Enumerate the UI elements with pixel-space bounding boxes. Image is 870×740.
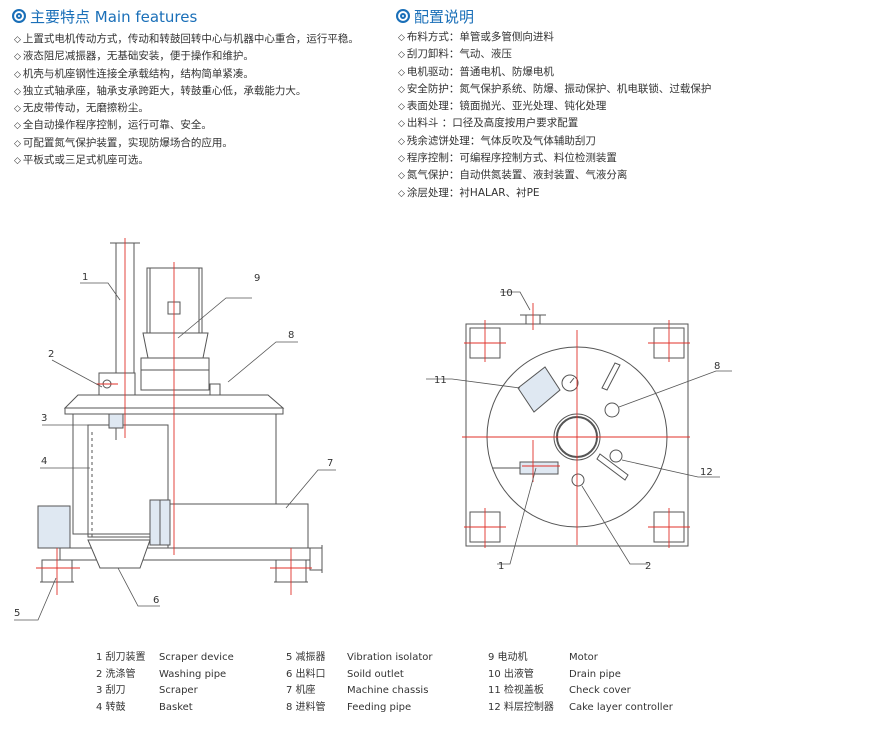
callout-label: 2	[645, 561, 651, 572]
callout-label: 1	[498, 561, 504, 572]
callout-label: 2	[48, 349, 54, 360]
side-leaders	[14, 282, 336, 621]
config-item: 涂层处理：衬HALAR、衬PE	[398, 185, 711, 202]
legend-en: Scraper device	[159, 652, 234, 663]
feature-item: 可配置氮气保护装置，实现防爆场合的应用。	[14, 135, 359, 152]
legend-cn: 2 洗涤管	[96, 668, 136, 680]
features-heading: 主要特点 Main features	[12, 6, 197, 27]
feature-item: 独立式轴承座，轴承支承跨距大，转鼓重心低，承载能力大。	[14, 83, 359, 100]
legend-cn: 1 刮刀装置	[96, 652, 146, 663]
config-item: 安全防护：氮气保护系统、防爆、振动保护、机电联锁、过载保护	[398, 81, 712, 98]
config-item: 表面处理：镜面抛光、亚光处理、钝化处理	[398, 98, 711, 115]
legend-cn: 6 出料口	[286, 668, 326, 680]
legend-en: Drain pipe	[569, 668, 621, 680]
legend-cn: 5 减振器	[286, 652, 326, 663]
callout-label: 6	[153, 595, 159, 606]
config-item: 残余滤饼处理：气体反吹及气体辅助刮刀	[398, 133, 711, 150]
legend-cn: 3 刮刀	[96, 685, 126, 697]
legend-cn: 7 机座	[286, 685, 316, 697]
feature-item: 无皮带传动，无磨擦粉尘。	[14, 100, 359, 117]
feature-item: 液态阻尼减振器，无基础安装，便于操作和维护。	[14, 48, 359, 65]
config-item: 出料斗 ：口径及高度按用户要求配置	[398, 115, 711, 132]
legend-cn: 11 检视盖板	[488, 685, 544, 697]
config-item: 程序控制：可编程序控制方式、料位检测装置	[398, 150, 711, 167]
top-leaders	[426, 291, 732, 565]
side-view	[37, 242, 323, 583]
legend-row: 1 刮刀装置 Scraper device 5 减振器 Vibration is…	[96, 650, 676, 667]
legend-row: 3 刮刀 Scraper 7 机座 Machine chassis 11 检视盖…	[96, 683, 676, 700]
config-list: 布料方式：单管或多管侧向进料 刮刀卸料：气动、液压 电机驱动：普通电机、防爆电机…	[398, 29, 712, 202]
callout-label: 11	[434, 375, 447, 386]
legend-row: 4 转鼓 Basket 8 进料管 Feeding pipe 12 料层控制器 …	[96, 700, 676, 717]
features-list: 上置式电机传动方式，传动和转鼓回转中心与机器中心重合，运行平稳。 液态阻尼减振器…	[14, 31, 359, 169]
callout-label: 1	[82, 272, 88, 283]
circle-bullet-icon	[396, 9, 410, 23]
feature-item: 平板式或三足式机座可选。	[14, 152, 359, 169]
features-title: 主要特点 Main features	[30, 8, 198, 26]
legend-en: Scraper	[159, 685, 198, 697]
config-item: 电机驱动：普通电机、防爆电机	[398, 64, 711, 81]
legend-en: Check cover	[569, 685, 631, 697]
centrifuge-drawing: 1 2 3 4 5 6 7 8 9 10 11 8 12 1 2	[14, 238, 732, 621]
legend-cn: 4 转鼓	[96, 702, 126, 714]
callout-label: 10	[500, 288, 513, 299]
feature-item: 全自动操作程序控制，运行可靠、安全。	[14, 117, 359, 134]
side-centerlines	[36, 238, 312, 595]
callout-label: 8	[288, 330, 294, 341]
config-item: 布料方式：单管或多管侧向进料	[398, 29, 711, 46]
callout-label: 12	[700, 467, 713, 478]
parts-legend: 1 刮刀装置 Scraper device 5 减振器 Vibration is…	[96, 650, 676, 717]
legend-cn: 12 料层控制器	[488, 702, 554, 714]
config-heading: 配置说明	[396, 6, 474, 27]
top-callouts: 10 11 8 12 1 2	[434, 288, 720, 572]
legend-en: Soild outlet	[347, 668, 404, 680]
callout-label: 8	[714, 361, 720, 372]
legend-en: Basket	[159, 702, 193, 714]
config-item: 氮气保护：自动供氮装置、液封装置、气液分离	[398, 167, 711, 184]
callout-label: 5	[14, 608, 20, 619]
legend-en: Vibration isolator	[347, 652, 433, 663]
circle-bullet-icon	[12, 9, 26, 23]
callout-label: 4	[41, 456, 47, 467]
legend-cn: 8 进料管	[286, 702, 326, 714]
legend-cn: 9 电动机	[488, 652, 528, 663]
legend-en: Feeding pipe	[347, 702, 412, 714]
callout-label: 9	[254, 273, 260, 284]
legend-row: 2 洗涤管 Washing pipe 6 出料口 Soild outlet 10…	[96, 667, 676, 684]
legend-cn: 10 出液管	[488, 668, 534, 680]
config-item: 刮刀卸料：气动、液压	[398, 46, 711, 63]
feature-item: 上置式电机传动方式，传动和转鼓回转中心与机器中心重合，运行平稳。	[14, 31, 359, 48]
side-callouts: 1 2 3 4 5 6 7 8 9	[14, 272, 333, 619]
feature-item: 机壳与机座钢性连接全承载结构，结构简单紧凑。	[14, 66, 359, 83]
callout-label: 7	[327, 458, 333, 469]
config-title: 配置说明	[414, 8, 475, 26]
callout-label: 3	[41, 413, 47, 424]
top-centerlines	[462, 303, 690, 548]
legend-en: Machine chassis	[347, 685, 429, 697]
legend-en: Washing pipe	[159, 668, 227, 680]
legend-en: Motor	[569, 652, 598, 663]
legend-en: Cake layer controller	[569, 702, 673, 714]
